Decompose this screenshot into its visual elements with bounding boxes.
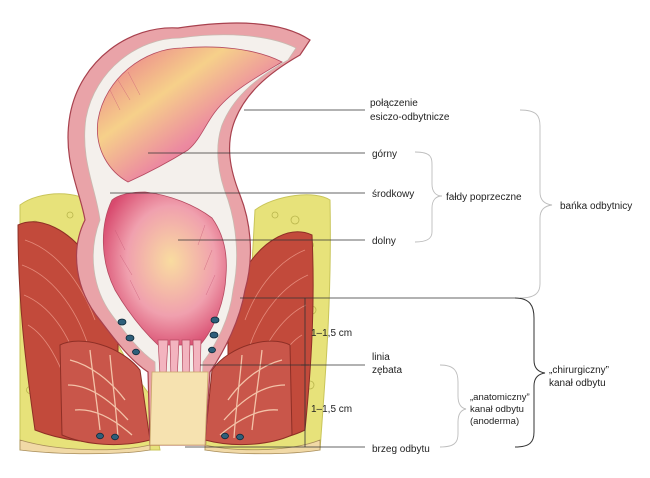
label-rectal-ampulla: bańka odbytnicy xyxy=(560,201,632,212)
brace-transverse-folds xyxy=(414,151,443,243)
label-anatomical-1: „anatomiczny” xyxy=(470,392,530,403)
anal-columns xyxy=(157,339,202,383)
label-measure-upper: 1–1,5 cm xyxy=(311,328,352,339)
external-sphincter-left xyxy=(59,340,151,446)
mucosa-middle xyxy=(102,191,227,346)
brace-surgical-canal xyxy=(514,297,546,448)
label-transverse-folds: fałdy poprzeczne xyxy=(446,192,522,203)
braces xyxy=(414,109,553,448)
label-rectosigmoid-1: połączenie xyxy=(370,98,418,109)
perianal-skin xyxy=(19,439,321,455)
label-rectosigmoid-2: esiczo-odbytnicze xyxy=(370,112,450,123)
label-anatomical-2: kanał odbytu xyxy=(470,404,524,415)
labels: połączenie esiczo-odbytnicze górny środk… xyxy=(311,98,632,455)
hemorrhoidal-vessels xyxy=(96,316,244,441)
label-surgical-1: „chirurgiczny” xyxy=(549,365,609,376)
anoderm xyxy=(149,371,209,446)
label-upper-fold: górny xyxy=(372,149,397,160)
brace-anatomical-canal xyxy=(439,364,467,448)
label-middle-fold: środkowy xyxy=(372,189,414,200)
brace-rectal-ampulla xyxy=(519,109,553,299)
label-anatomical-3: (anoderma) xyxy=(470,416,519,427)
label-dentate-1: linia xyxy=(372,352,390,363)
mucosal-texture xyxy=(109,71,216,301)
leader-lines xyxy=(110,109,515,448)
mucosa-upper xyxy=(96,46,283,183)
label-dentate-2: zębata xyxy=(372,365,402,376)
label-measure-lower: 1–1,5 cm xyxy=(311,404,352,415)
label-surgical-2: kanał odbytu xyxy=(549,378,606,389)
label-anal-verge: brzeg odbytu xyxy=(372,444,430,455)
label-lower-fold: dolny xyxy=(372,236,396,247)
anatomy-illustration xyxy=(17,22,331,455)
